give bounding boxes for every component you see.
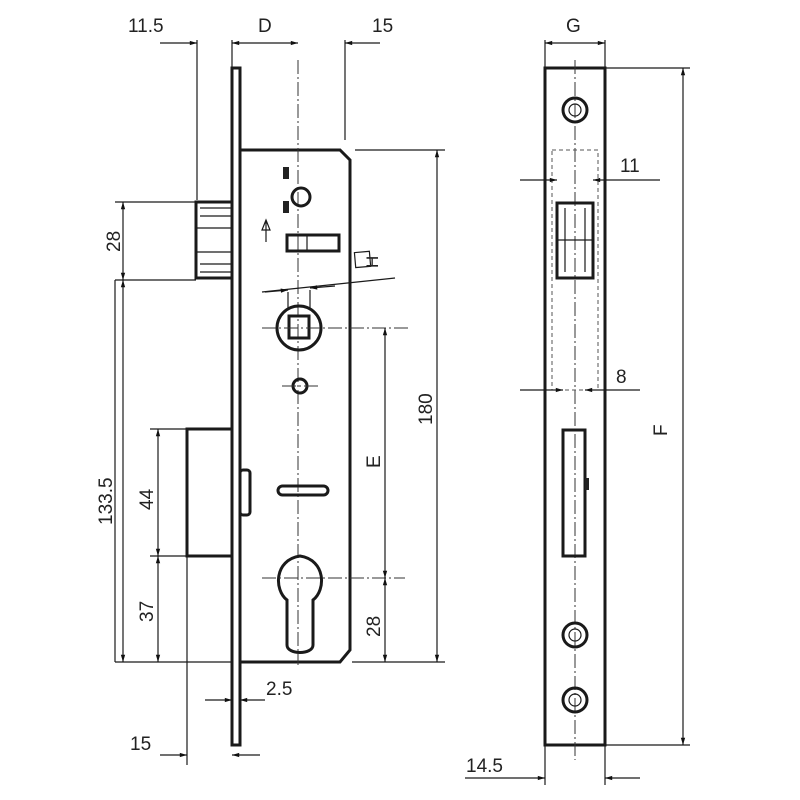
dim-8: 8 (616, 367, 627, 388)
dim-G: G (566, 16, 581, 37)
dimension-labels: 11.5 D 15 G 28 H 11 180 133.5 44 E 8 F 3… (96, 16, 672, 777)
dim-E: E (364, 455, 385, 468)
screw-hole-middle (561, 621, 589, 649)
dimensions-faceplate (465, 40, 690, 785)
dim-14-5: 14.5 (466, 756, 503, 777)
dim-37: 37 (137, 601, 158, 622)
top-hole (290, 186, 312, 208)
dim-44: 44 (137, 488, 158, 510)
slider-slot (285, 233, 341, 253)
latch-bolt (194, 200, 234, 280)
dim-F: F (651, 424, 672, 436)
lock-body-view (185, 60, 410, 747)
indicator-slot-top (283, 167, 289, 179)
dim-15-bottom: 15 (130, 734, 151, 755)
direction-arrow-icon (261, 218, 271, 242)
slot (276, 484, 330, 497)
follower-hub (275, 304, 323, 352)
screw-hole-top (561, 96, 589, 124)
dim-11: 11 (620, 156, 640, 177)
dim-11-5: 11.5 (128, 16, 164, 37)
dim-28-latch: 28 (104, 231, 125, 252)
screw-hole-bottom (561, 686, 589, 714)
follower-square (287, 314, 311, 340)
dim-H: H (363, 256, 382, 268)
bolt-opening (561, 428, 587, 558)
faceplate (230, 66, 242, 747)
dim-2-5: 2.5 (266, 679, 292, 700)
indicator-slot-bottom (283, 201, 289, 213)
faceplate-view (543, 60, 607, 760)
lock-case (240, 148, 352, 664)
dim-D: D (258, 16, 272, 37)
dimensions-front (114, 40, 445, 765)
dim-133-5: 133.5 (96, 477, 117, 525)
dim-180: 180 (416, 393, 437, 425)
bolt-stop (238, 468, 252, 517)
dim-28-bottom: 28 (364, 616, 385, 637)
dim-15-top: 15 (372, 16, 393, 37)
dead-bolt (185, 427, 234, 558)
cylinder-cutout (277, 554, 323, 654)
